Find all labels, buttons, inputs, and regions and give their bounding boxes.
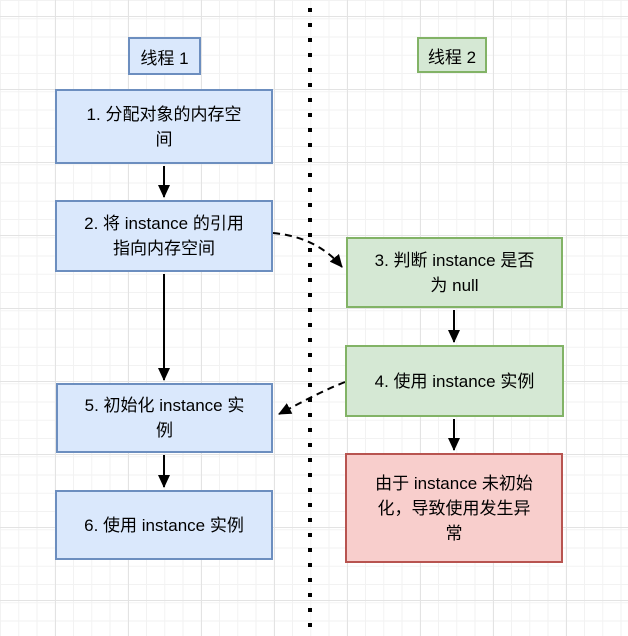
node-step2: 2. 将 instance 的引用 指向内存空间 — [55, 200, 273, 272]
lane-label-thread1: 线程 1 — [128, 37, 201, 75]
node-step4: 4. 使用 instance 实例 — [345, 345, 564, 417]
arrow-step2-step3-dashed — [272, 232, 343, 268]
node-step5: 5. 初始化 instance 实 例 — [56, 383, 273, 453]
node-step1: 1. 分配对象的内存空 间 — [55, 89, 273, 164]
node-step3: 3. 判断 instance 是否 为 null — [346, 237, 563, 308]
node-step6: 6. 使用 instance 实例 — [55, 490, 273, 560]
arrow-step4-step5-dashed — [278, 381, 346, 415]
node-error: 由于 instance 未初始 化，导致使用发生异 常 — [345, 453, 563, 563]
lane-label-thread2: 线程 2 — [417, 37, 487, 73]
